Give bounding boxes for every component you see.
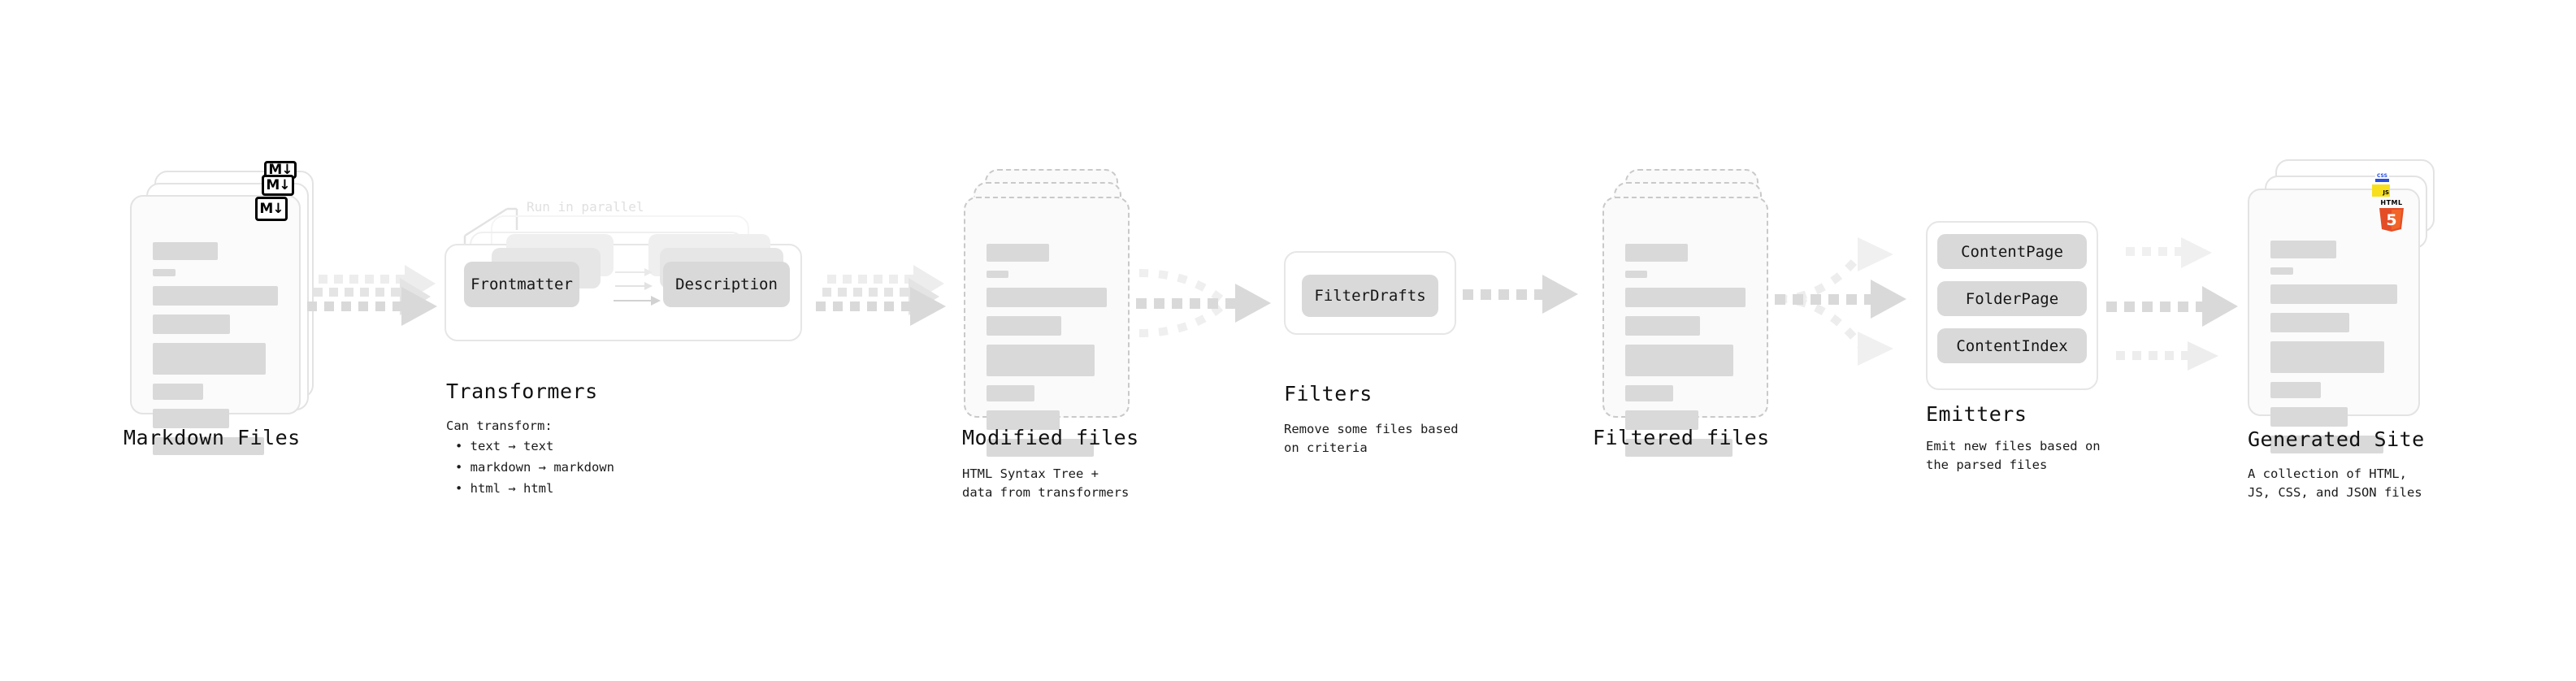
transformers-description: Can transform: — [446, 419, 553, 433]
generated-site-title: Generated Site — [2248, 427, 2425, 451]
arrow-markdown-to-transformers — [307, 265, 437, 326]
generated-file-skeleton — [2270, 241, 2397, 462]
markdown-icon-back-1: M↓ — [262, 175, 294, 196]
modified-files-title: Modified files — [962, 426, 1139, 449]
description-chip[interactable]: Description — [663, 262, 790, 307]
arrow-modified-to-filters — [1136, 269, 1271, 337]
generated-file-front — [2248, 189, 2420, 453]
run-in-parallel-label: Run in parallel — [527, 199, 644, 215]
html5-icon: HTML 5 — [2378, 197, 2405, 232]
transformers-title: Transformers — [446, 380, 598, 403]
filters-description: Remove some files based on criteria — [1284, 422, 1459, 456]
filtered-file-skeleton — [1625, 244, 1746, 466]
arrow-filtered-to-emitters — [1775, 237, 1906, 366]
frontmatter-chip[interactable]: Frontmatter — [464, 262, 579, 307]
markdown-files-title: Markdown Files — [124, 426, 301, 449]
markdown-file-skeleton — [153, 242, 278, 464]
folderpage-chip[interactable]: FolderPage — [1937, 281, 2087, 316]
js-icon: JS — [2372, 184, 2390, 197]
arrow-transformers-to-modified — [816, 265, 946, 326]
transformers-bullet-2: • html → html — [455, 481, 554, 496]
transformers-bullet-1: • markdown → markdown — [455, 460, 614, 475]
run-in-parallel-bracket — [463, 207, 518, 248]
css-icon: CSS — [2375, 168, 2389, 182]
markdown-icon: M↓ — [255, 197, 288, 221]
arrow-emitters-to-site — [2106, 237, 2238, 371]
contentpage-chip[interactable]: ContentPage — [1937, 234, 2087, 269]
modified-file-front — [964, 197, 1130, 457]
arrow-filters-to-filtered — [1463, 275, 1578, 314]
markdown-file-front — [130, 195, 301, 455]
svg-text:5: 5 — [2386, 211, 2396, 229]
modified-files-description: HTML Syntax Tree + data from transformer… — [962, 466, 1130, 501]
svg-text:HTML: HTML — [2380, 199, 2402, 206]
emitters-description: Emit new files based on the parsed files — [1926, 439, 2101, 473]
transformer-link-arrows — [614, 268, 661, 306]
filtered-file-front — [1602, 197, 1768, 457]
filters-title: Filters — [1284, 382, 1373, 406]
transformers-bullet-0: • text → text — [455, 439, 554, 453]
generated-site-description: A collection of HTML, JS, CSS, and JSON … — [2248, 466, 2422, 501]
filterdrafts-chip[interactable]: FilterDrafts — [1302, 275, 1438, 317]
modified-file-skeleton — [987, 244, 1107, 466]
filtered-files-title: Filtered files — [1593, 426, 1770, 449]
emitters-title: Emitters — [1926, 402, 2027, 426]
contentindex-chip[interactable]: ContentIndex — [1937, 328, 2087, 363]
